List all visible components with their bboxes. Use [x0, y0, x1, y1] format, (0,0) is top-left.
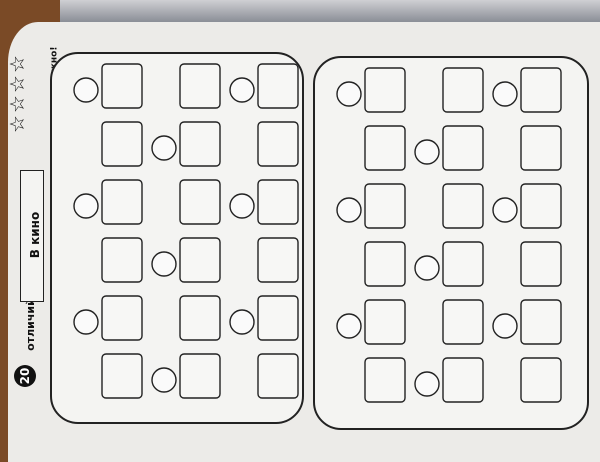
cinema-seat — [364, 241, 406, 287]
cinema-seat — [364, 357, 406, 403]
cinema-seat — [520, 125, 562, 171]
person-head — [336, 197, 362, 223]
star-icon: ☆ — [4, 75, 29, 93]
cinema-seat — [257, 121, 299, 167]
person-head — [151, 251, 177, 277]
cinema-seat — [520, 299, 562, 345]
person-head — [229, 309, 255, 335]
cinema-seat — [520, 67, 562, 113]
cinema-seat — [364, 67, 406, 113]
cinema-seat — [101, 63, 143, 109]
person-head — [151, 135, 177, 161]
cinema-seat — [364, 125, 406, 171]
cinema-seat — [257, 353, 299, 399]
cinema-seat — [257, 295, 299, 341]
person-head — [492, 81, 518, 107]
cinema-seat — [364, 183, 406, 229]
cinema-seat — [257, 179, 299, 225]
cinema-seat — [179, 179, 221, 225]
cinema-seat — [179, 121, 221, 167]
cinema-seat — [101, 179, 143, 225]
cinema-seat — [442, 183, 484, 229]
cinema-seat — [364, 299, 406, 345]
cinema-seat — [442, 67, 484, 113]
cinema-seat — [179, 353, 221, 399]
person-head — [336, 81, 362, 107]
person-head — [336, 313, 362, 339]
left-picture-panel[interactable] — [50, 52, 304, 424]
cinema-seat — [179, 63, 221, 109]
cinema-seat — [520, 357, 562, 403]
cinema-seat — [442, 299, 484, 345]
star-icon: ☆ — [4, 95, 29, 113]
star-icon: ☆ — [4, 115, 29, 133]
person-head — [73, 193, 99, 219]
cinema-seat — [179, 237, 221, 283]
right-picture-panel[interactable] — [313, 56, 589, 430]
person-head — [492, 313, 518, 339]
person-head — [73, 77, 99, 103]
cinema-seat — [101, 237, 143, 283]
cinema-seat — [101, 121, 143, 167]
cinema-illustration — [73, 63, 299, 399]
person-head — [414, 255, 440, 281]
cinema-seat — [101, 295, 143, 341]
person-head — [229, 193, 255, 219]
cinema-illustration — [336, 67, 562, 403]
title-banner — [20, 170, 44, 302]
cinema-seat — [442, 357, 484, 403]
cinema-seat — [520, 241, 562, 287]
background-object — [60, 0, 600, 22]
cinema-seat — [520, 183, 562, 229]
cinema-seat — [257, 63, 299, 109]
differences-count-badge: 20 — [14, 365, 36, 387]
cinema-seat — [442, 125, 484, 171]
cinema-seat — [101, 353, 143, 399]
page-title: В кино — [28, 211, 43, 259]
star-icon: ☆ — [4, 55, 29, 73]
cinema-seat — [179, 295, 221, 341]
person-head — [414, 139, 440, 165]
person-head — [414, 371, 440, 397]
person-head — [492, 197, 518, 223]
cinema-seat — [442, 241, 484, 287]
person-head — [229, 77, 255, 103]
differences-label: отличий — [23, 298, 37, 351]
person-head — [73, 309, 99, 335]
cinema-seat — [257, 237, 299, 283]
person-head — [151, 367, 177, 393]
